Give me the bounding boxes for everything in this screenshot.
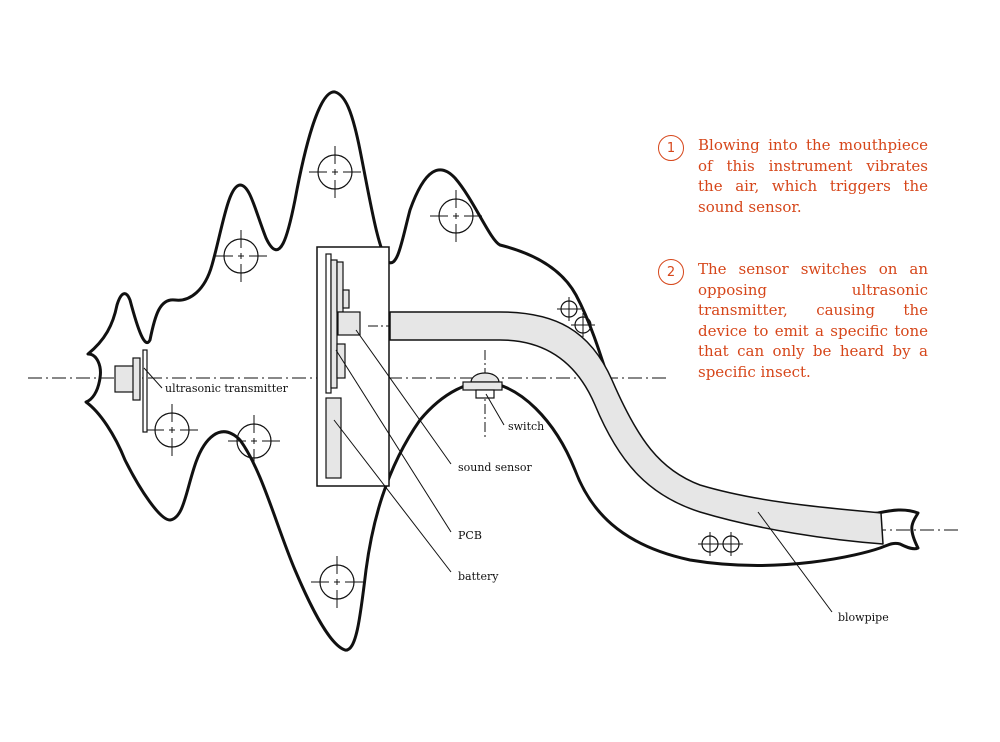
mounting-holes <box>146 146 743 608</box>
ultrasonic-transmitter <box>114 349 148 433</box>
small-hole-icon <box>571 313 595 337</box>
instrument-body-outline <box>84 90 920 652</box>
label-ultrasonic-transmitter: ultrasonic transmitter <box>165 382 289 395</box>
hole-icon <box>228 415 280 467</box>
small-hole-icon <box>698 532 722 556</box>
hole-icon <box>215 230 267 282</box>
note-text: Blowing into the mouthpiece of this inst… <box>698 136 928 216</box>
note-text: The sensor switches on an opposing ultra… <box>698 260 928 381</box>
note-1: 1 Blowing into the mouthpiece of this in… <box>658 135 928 217</box>
small-hole-icon <box>557 297 581 321</box>
leader-lines <box>143 329 833 613</box>
note-2: 2 The sensor switches on an opposing ult… <box>658 259 928 382</box>
pcb-board <box>325 253 361 394</box>
label-sound-sensor: sound sensor <box>458 461 532 474</box>
hole-icon <box>311 556 363 608</box>
blowpipe <box>389 311 884 545</box>
label-pcb: PCB <box>458 529 482 542</box>
hole-icon <box>146 404 198 456</box>
note-number-icon: 1 <box>658 135 684 161</box>
label-switch: switch <box>508 420 544 433</box>
note-number-icon: 2 <box>658 259 684 285</box>
label-battery: battery <box>458 570 499 583</box>
small-hole-icon <box>719 532 743 556</box>
battery <box>325 397 342 479</box>
switch <box>462 350 503 440</box>
hole-icon <box>430 190 482 242</box>
label-blowpipe: blowpipe <box>838 611 889 624</box>
hole-icon <box>309 146 361 198</box>
